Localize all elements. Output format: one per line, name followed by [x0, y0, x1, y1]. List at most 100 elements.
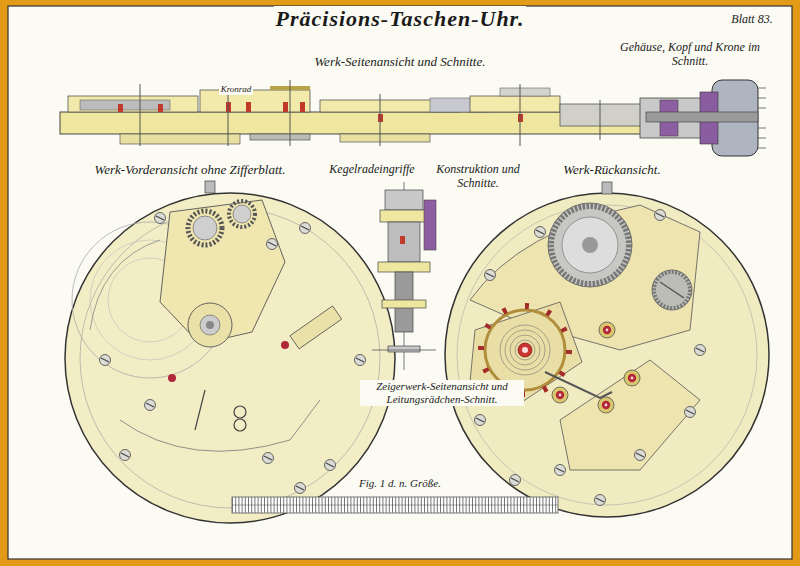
front-view	[263, 453, 274, 464]
front-view	[234, 406, 246, 418]
side-view	[290, 80, 291, 146]
back-view	[560, 360, 700, 470]
section-view	[385, 190, 423, 210]
back-view	[598, 397, 614, 413]
crown-section	[640, 80, 766, 156]
crown-section	[758, 148, 766, 149]
back-view	[655, 210, 666, 221]
back-view	[595, 495, 606, 506]
front-view	[233, 205, 251, 223]
front-view	[65, 193, 395, 523]
side-view	[140, 80, 600, 146]
back-view	[652, 270, 692, 310]
view-heading: Kegelradeingriffe	[327, 162, 416, 177]
view-heading: Zeigerwerk-Seitenansicht und Leitungsräd…	[360, 380, 524, 406]
side-view	[600, 100, 601, 140]
view-heading: Werk-Vorderansicht ohne Zifferblatt.	[93, 162, 288, 178]
front-view	[234, 419, 246, 431]
back-view	[515, 340, 535, 360]
view-heading: Gehäuse, Kopf und Krone im Schnitt.	[618, 40, 762, 68]
back-view	[535, 227, 546, 238]
back-view	[510, 475, 521, 486]
crown-section	[758, 128, 766, 129]
back-view	[445, 182, 769, 517]
front-view	[295, 483, 306, 494]
front-view	[195, 390, 205, 430]
section-view	[388, 222, 420, 262]
front-view	[120, 400, 320, 451]
scale-note: Fig. 1 d. n. Größe.	[357, 476, 443, 490]
side-view	[283, 102, 288, 112]
section-view	[372, 182, 436, 370]
back-view	[660, 282, 684, 298]
front-view	[168, 374, 176, 382]
back-view	[548, 203, 632, 287]
side-view	[120, 134, 240, 144]
front-view	[229, 201, 255, 227]
front-view	[325, 460, 336, 471]
view-heading: Werk-Seitenansicht und Schnitte.	[312, 54, 487, 70]
side-view	[300, 102, 305, 112]
side-view	[380, 94, 381, 146]
back-view	[510, 335, 540, 365]
side-view	[250, 134, 310, 140]
back-view	[500, 325, 550, 375]
front-view	[155, 213, 166, 224]
back-view	[555, 465, 566, 476]
back-view	[624, 370, 640, 386]
side-view	[200, 90, 310, 112]
side-view	[158, 104, 163, 112]
back-view	[500, 325, 550, 375]
back-view	[685, 407, 696, 418]
back-view	[562, 217, 618, 273]
back-view	[599, 322, 615, 338]
side-view	[340, 134, 430, 142]
paper	[8, 6, 792, 559]
section-view	[424, 200, 436, 250]
side-view	[68, 96, 198, 112]
back-view	[654, 272, 690, 308]
back-view	[485, 270, 496, 281]
crown-section	[646, 112, 758, 122]
front-view	[290, 306, 342, 349]
section-view	[380, 210, 428, 222]
front-view	[188, 211, 222, 245]
front-view	[300, 223, 311, 234]
side-view	[470, 96, 560, 112]
side-view	[560, 104, 650, 126]
side-view	[118, 104, 123, 112]
view-heading: Werk-Rückansicht.	[561, 162, 662, 178]
sheet-number: Blatt 83.	[729, 12, 774, 27]
side-view	[118, 102, 523, 122]
section-view	[388, 346, 420, 352]
front-view	[120, 450, 131, 461]
back-view	[457, 205, 757, 505]
view-heading: Konstruktion und Schnitte.	[431, 162, 525, 190]
crown-section	[758, 88, 766, 89]
front-view	[267, 239, 278, 250]
front-view	[205, 181, 215, 193]
back-view	[635, 450, 646, 461]
crown-section	[758, 108, 766, 109]
section-view	[400, 236, 405, 244]
back-view	[505, 330, 545, 370]
back-view	[552, 387, 568, 403]
front-view	[281, 341, 289, 349]
back-view	[518, 343, 532, 357]
crown-section	[758, 138, 766, 139]
scale-bar	[232, 497, 558, 513]
back-view	[522, 347, 528, 353]
section-view	[382, 300, 426, 308]
scale-bar	[232, 497, 558, 513]
back-view	[582, 237, 598, 253]
side-view	[140, 84, 141, 146]
side-view	[500, 88, 550, 96]
section-view	[378, 262, 430, 272]
scale-bar	[232, 505, 558, 506]
sheet-title: Präcisions-Taschen-Uhr.	[274, 6, 527, 32]
front-view	[193, 216, 217, 240]
back-view	[485, 310, 565, 390]
side-view	[60, 80, 650, 146]
front-view	[100, 355, 111, 366]
